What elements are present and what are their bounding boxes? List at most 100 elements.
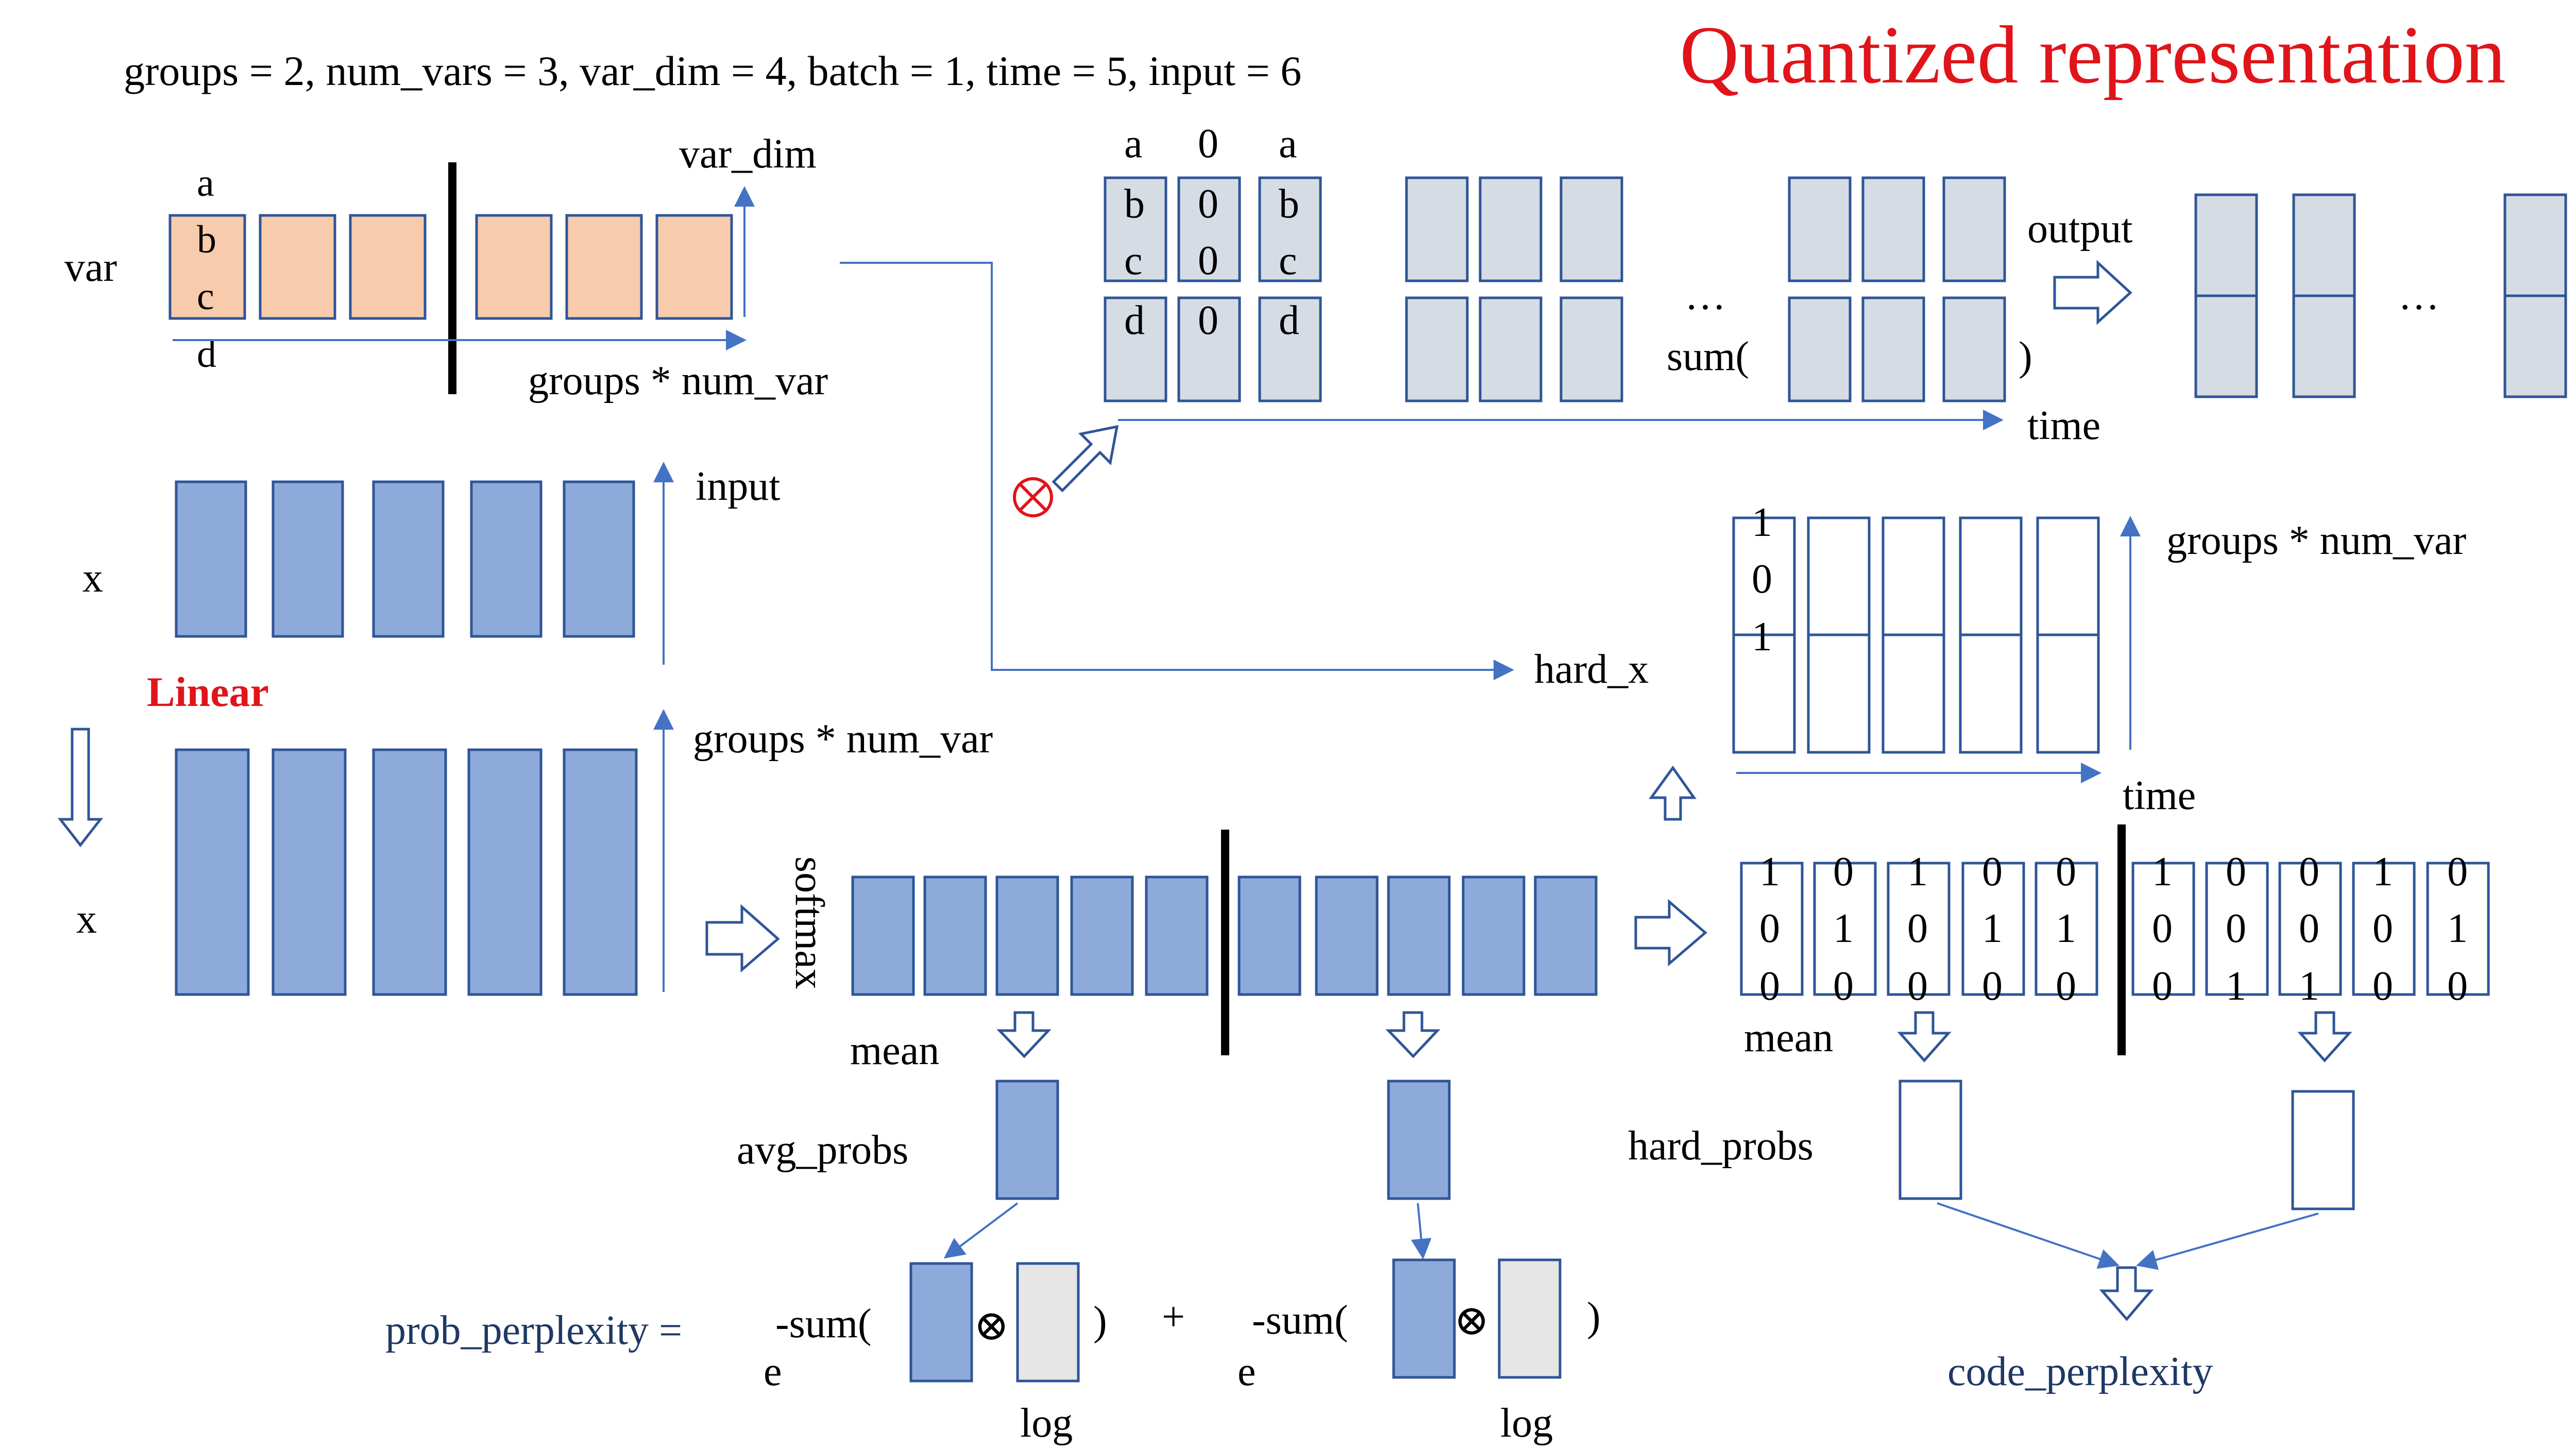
pp-otimes-2: ⊗ — [1454, 1297, 1489, 1344]
hard-probs-cell — [1899, 1080, 1962, 1200]
neg-sum-open-2: -sum( — [1252, 1298, 1348, 1343]
softmax-cell — [1070, 875, 1134, 996]
onehot-cell — [2278, 862, 2342, 996]
onehot-cell — [2035, 862, 2098, 996]
hard-x-digit: 0 — [1752, 557, 1772, 602]
var-cell-letter: d — [197, 332, 216, 376]
onehot-digit: 0 — [2152, 964, 2173, 1009]
onehot-digit: 1 — [1982, 906, 2003, 951]
codebook-col1-letter: d — [1124, 298, 1145, 343]
onehot-digit: 1 — [2372, 849, 2393, 895]
pp-log-label-2: log — [1500, 1401, 1553, 1446]
avg-connector-1 — [943, 1202, 1019, 1259]
hard-x-label: hard_x — [1534, 647, 1649, 692]
codebook-col2-digit: 0 — [1198, 238, 1218, 283]
linear-axis-label: groups * num_var — [693, 716, 993, 762]
pp-close: ) — [1093, 1299, 1107, 1344]
var-groups-label: groups * num_var — [528, 358, 828, 403]
hollow-arrow-right-onehot — [1634, 899, 1707, 967]
onehot-cell — [1961, 862, 2025, 996]
codebook-cell — [1788, 296, 1852, 402]
softmax-cell — [851, 875, 915, 996]
var-cell-letter: c — [197, 275, 214, 318]
exp-base-2: e — [1238, 1349, 1256, 1394]
hard-probs-cells — [1899, 1080, 2355, 1210]
avg-probs-cell — [1387, 1080, 1451, 1200]
hollow-arrow-down-code-perplexity — [2099, 1266, 2154, 1321]
codebook-cell — [1861, 296, 1925, 402]
codebook-cell — [1258, 296, 1322, 402]
onehot-cell — [2205, 862, 2269, 996]
var-cell — [655, 214, 733, 320]
avg-connector-2 — [1411, 1203, 1432, 1259]
output-ellipsis: … — [2398, 273, 2439, 318]
hollow-arrow-diagonal — [1052, 425, 1119, 493]
onehot-cell — [1740, 862, 1804, 996]
onehot-mean-label: mean — [1744, 1015, 1833, 1060]
var-dim-label: var_dim — [679, 131, 817, 177]
onehot-digit: 0 — [1759, 964, 1780, 1009]
hard-probs-connector-1 — [1937, 1202, 2120, 1269]
onehot-digit: 0 — [1833, 849, 1854, 895]
codebook-cell — [1104, 296, 1167, 402]
input-axis-label: input — [696, 464, 780, 509]
onehot-digit: 0 — [1907, 964, 1928, 1009]
codebook-cell — [1479, 176, 1543, 282]
codebook-cell — [1258, 176, 1322, 282]
x-linear-row-label: x — [76, 897, 97, 942]
codebook-col3-letter: d — [1279, 298, 1299, 343]
onehot-digit: 0 — [2299, 906, 2319, 951]
softmax-cell — [923, 875, 987, 996]
onehot-digit: 1 — [2056, 906, 2076, 951]
sum-close: ) — [2019, 334, 2032, 379]
codebook-cell — [1405, 176, 1469, 282]
codebook-cell — [1104, 176, 1167, 282]
input-cell — [175, 480, 247, 638]
codebook-cell — [1788, 176, 1852, 282]
avg-probs-label: avg_probs — [737, 1127, 908, 1173]
codebook-cell — [1177, 176, 1241, 282]
softmax-cell — [1387, 875, 1451, 996]
hollow-arrow-down-mean-2 — [1385, 1011, 1440, 1058]
codebook-col1-letter: c — [1124, 238, 1143, 283]
output-label: output — [2027, 206, 2132, 251]
linear-cell — [272, 748, 347, 996]
exp-base: e — [764, 1349, 782, 1394]
hard-x-digit: 1 — [1752, 614, 1772, 660]
multiply-stroke-b — [1019, 483, 1047, 512]
linear-cell — [467, 748, 543, 996]
onehot-digit: 1 — [2152, 849, 2173, 895]
codebook-cell — [1560, 176, 1623, 282]
codebook-cell — [1405, 296, 1469, 402]
onehot-cell — [2131, 862, 2195, 996]
softmax-cells — [851, 875, 1598, 996]
onehot-digit: 0 — [1833, 964, 1854, 1009]
hollow-arrow-down-onehot-mean-1 — [1897, 1011, 1952, 1063]
onehot-digit: 0 — [2056, 964, 2076, 1009]
codebook-col1-letter: b — [1124, 181, 1145, 227]
input-cell — [563, 480, 635, 638]
softmax-mean-label: mean — [850, 1028, 939, 1073]
plus-sign: + — [1162, 1294, 1185, 1340]
sum-open: sum( — [1667, 334, 1749, 379]
linear-label: Linear — [147, 668, 269, 715]
pp-log-label: log — [1020, 1401, 1073, 1446]
onehot-digit: 1 — [1833, 906, 1854, 951]
codebook-col-label: a — [1124, 121, 1143, 166]
onehot-digit: 0 — [2447, 964, 2468, 1009]
codebook-col-label: 0 — [1198, 121, 1218, 166]
var-cell — [475, 214, 553, 320]
onehot-cell — [1887, 862, 1951, 996]
softmax-label: softmax — [787, 856, 832, 989]
onehot-digit: 1 — [2447, 906, 2468, 951]
codebook-cell — [1942, 176, 2006, 282]
codebook-col2-digit: 0 — [1198, 181, 1218, 227]
hard-x-axis-up-label: groups * num_var — [2166, 518, 2466, 563]
var-cell — [259, 214, 336, 320]
softmax-cell — [1315, 875, 1379, 996]
codebook-col2-digit: 0 — [1198, 298, 1218, 343]
codebook-col3-letter: b — [1279, 181, 1299, 227]
codebook-col3-letter: c — [1279, 238, 1297, 283]
softmax-cell — [995, 875, 1059, 996]
